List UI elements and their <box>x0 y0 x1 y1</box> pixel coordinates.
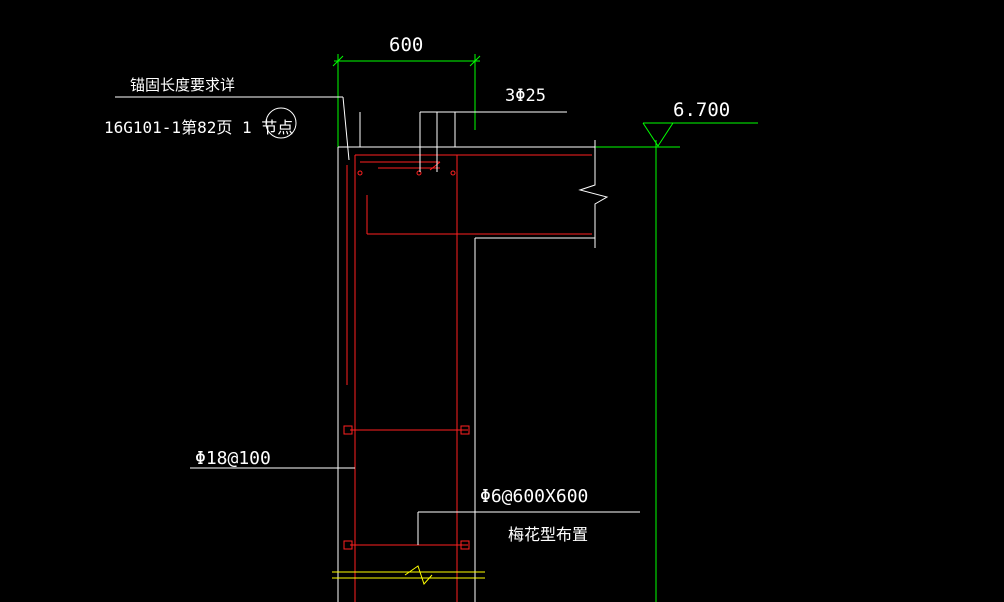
vertical-bars-label: Φ18@100 <box>195 448 271 469</box>
anchorage-note-line2: 16G101-1第82页 1 节点 <box>104 118 293 137</box>
dimension-600 <box>332 54 481 150</box>
anchorage-note-line1: 锚固长度要求详 <box>130 76 235 94</box>
elevation-marker <box>570 122 758 602</box>
top-bars-label: 3Φ25 <box>505 86 546 106</box>
tie-bars-label: Φ6@600X600 <box>480 486 588 507</box>
slab-break-line <box>578 140 609 248</box>
tie-layout-label: 梅花型布置 <box>508 525 588 544</box>
elevation-label: 6.700 <box>673 99 730 121</box>
wall-break-line <box>332 565 485 585</box>
rebar-cage <box>343 154 592 602</box>
leader-top-bars <box>419 111 567 172</box>
leader-tie-bars <box>417 511 640 545</box>
dimension-width-label: 600 <box>389 34 423 56</box>
node-reference-circle <box>265 107 297 139</box>
leader-anchorage <box>115 96 350 161</box>
concrete-outline <box>337 112 595 602</box>
